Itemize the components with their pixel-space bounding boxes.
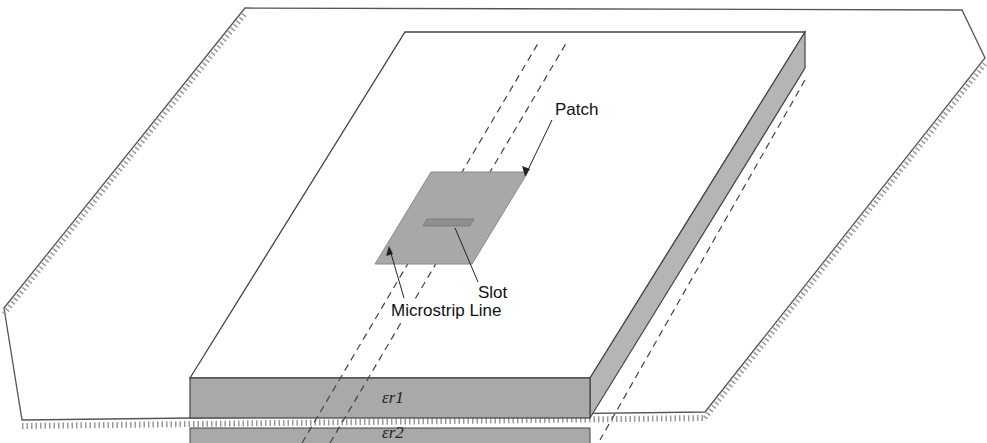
part-label: Microstrip Line: [388, 300, 506, 322]
upper-substrate-front: [190, 378, 590, 418]
microstrip-edge: [302, 40, 540, 443]
ground-hatch: [4, 14, 245, 314]
microstrip-edge: [330, 40, 568, 443]
arrowhead: [386, 246, 393, 256]
slot: [423, 219, 474, 226]
arrowhead: [522, 166, 530, 176]
leader-line: [455, 228, 478, 282]
permittivity-label: εr1: [382, 388, 404, 408]
upper-substrate-side: [590, 32, 805, 418]
ground-plane: [4, 8, 985, 420]
leader-line: [525, 120, 552, 176]
part-label: Patch: [555, 100, 598, 120]
permittivity-label: εr2: [382, 423, 404, 443]
leader-line: [390, 250, 404, 298]
ground-hatch: [22, 418, 705, 426]
patch: [375, 172, 528, 264]
